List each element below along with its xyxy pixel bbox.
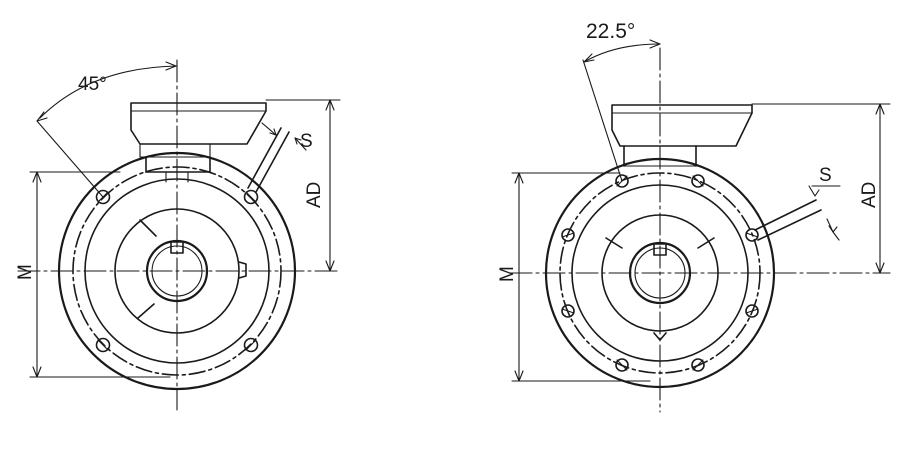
left-bolt-hole-2	[243, 189, 259, 205]
right-terminal-box	[611, 104, 753, 147]
right-angle-label: 22.5°	[586, 20, 635, 43]
right-angle-arc	[583, 43, 661, 63]
left-view: 45° S AD M	[15, 59, 341, 411]
right-angle-leader	[582, 59, 623, 182]
right-bolt-hole-7	[561, 304, 575, 318]
left-slot-label: S	[300, 131, 313, 152]
right-bolt-hole-8	[561, 228, 575, 242]
left-bolt-circle	[72, 166, 282, 376]
left-rib-ll	[137, 303, 155, 319]
right-key	[653, 243, 667, 256]
right-slot-label: S	[819, 165, 832, 186]
left-key	[170, 241, 184, 254]
left-angle-leader	[36, 120, 104, 198]
right-bolt-hole-2	[691, 174, 705, 188]
left-hub	[114, 208, 240, 334]
left-outer-flange	[57, 151, 297, 391]
right-bolt-hole-3	[745, 228, 759, 242]
left-m-label: M	[15, 264, 36, 280]
right-bolt-hole-4	[745, 304, 759, 318]
right-bolt-hole-6	[615, 358, 629, 372]
right-bolt-circle	[559, 172, 761, 374]
right-shaft	[628, 241, 692, 305]
right-outer-flange	[544, 157, 776, 389]
left-ad-label: AD	[304, 182, 325, 208]
left-angle-arc	[39, 65, 177, 119]
right-shaft-inner	[634, 247, 686, 299]
left-spigot	[84, 178, 270, 364]
left-bolt-hole-4	[243, 337, 259, 353]
right-bolt-hole-1	[615, 174, 629, 188]
left-rib-r	[238, 261, 247, 279]
right-spigot	[571, 184, 749, 362]
left-angle-label: 45°	[78, 74, 107, 95]
left-terminal-box	[130, 102, 267, 145]
right-hub	[601, 214, 719, 332]
left-shaft	[145, 239, 209, 303]
right-view: 22.5° S AD M	[497, 20, 891, 413]
left-rib-ul	[139, 219, 157, 237]
right-m-label: M	[497, 266, 518, 282]
left-shaft-inner	[151, 245, 203, 297]
left-bolt-hole-3	[95, 337, 111, 353]
right-ad-label: AD	[859, 182, 880, 208]
left-bolt-hole-1	[95, 189, 111, 205]
right-bolt-hole-5	[691, 358, 705, 372]
